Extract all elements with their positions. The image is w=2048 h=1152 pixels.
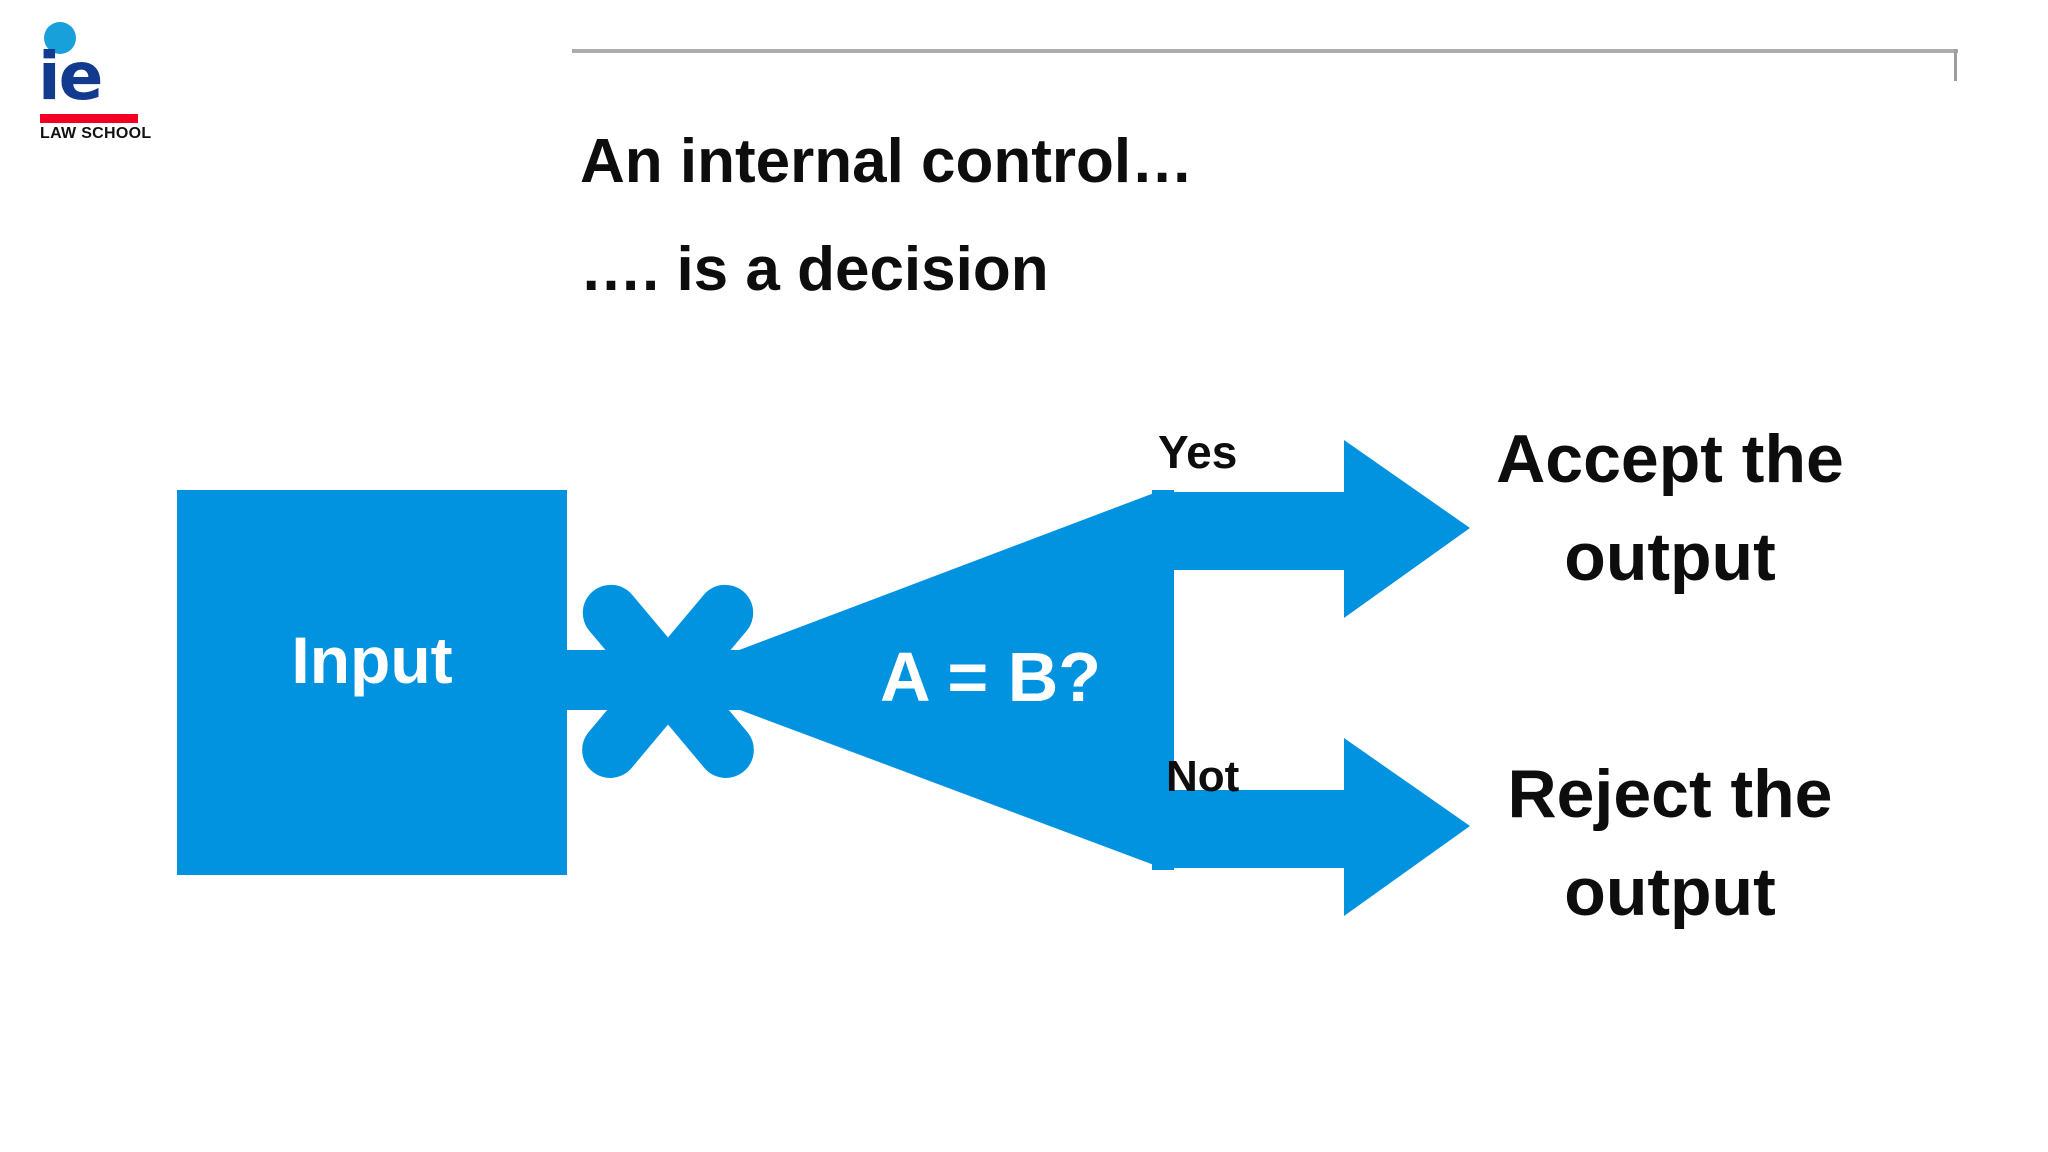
node-decision-wedge [660,490,1162,868]
title-line-2: …. is a decision [580,235,1049,304]
logo-subtitle: LAW SCHOOL [40,125,152,142]
edge-yes-arrow [1162,440,1470,618]
node-decision-label: A = B? [880,638,1102,716]
header-rule-corner-tick [1954,49,1957,81]
reject-line-2: output [1564,854,1776,930]
node-input-label: Input [291,623,453,697]
edge-label-not: Not [1166,752,1240,801]
page-title: An internal control… …. is a decision [580,108,1780,324]
decision-branch-spine [1152,490,1174,870]
logo-wordmark: ie [38,38,103,115]
logo-red-rule [40,114,138,123]
edge-not-arrow [1162,738,1470,916]
title-line-1: An internal control… [580,127,1194,196]
header-rule [572,49,1958,53]
node-input-rect [177,490,567,875]
node-reject-output: Reject the output [1440,745,1900,941]
ie-law-school-logo: ie LAW SCHOOL [38,22,188,142]
node-accept-output: Accept the output [1440,410,1900,606]
reject-line-1: Reject the [1507,756,1833,832]
logo-dot-icon [44,22,76,54]
accept-line-1: Accept the [1496,421,1844,497]
edge-label-yes: Yes [1158,426,1238,478]
accept-line-2: output [1564,519,1776,595]
